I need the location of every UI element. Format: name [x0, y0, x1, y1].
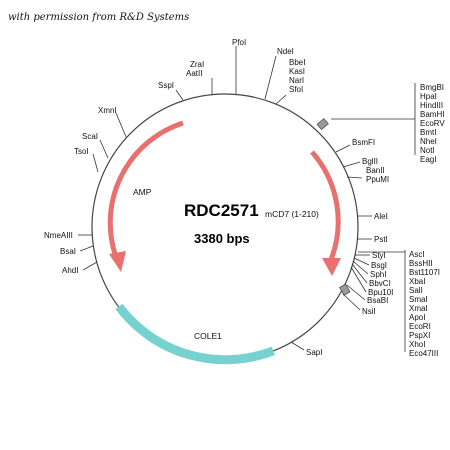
bsmfi-tick — [335, 144, 351, 153]
site-apoi[interactable]: ApoI — [409, 313, 425, 322]
site-styi[interactable]: StyI — [372, 251, 386, 260]
site-xmai[interactable]: XmaI — [409, 304, 428, 313]
site-bmti[interactable]: BmtI — [420, 128, 436, 137]
site-asci[interactable]: AscI — [409, 250, 425, 259]
site-aatii[interactable]: AatII — [186, 69, 202, 78]
bsgi-tick — [353, 257, 370, 266]
insert-arrow-head — [322, 258, 341, 276]
site-bbvci[interactable]: BbvCI — [369, 279, 391, 288]
site-sapi[interactable]: SapI — [306, 348, 322, 357]
site-nari[interactable]: NarI — [289, 76, 304, 85]
nsii-tick — [342, 293, 361, 311]
ppumi-tick — [346, 176, 363, 179]
site-bsai[interactable]: BsaI — [60, 247, 76, 256]
insert-marker-upper — [316, 118, 329, 131]
site-bpu10i[interactable]: Bpu10I — [368, 288, 393, 297]
site-sphi[interactable]: SphI — [370, 270, 386, 279]
site-bmgbi[interactable]: BmgBI — [420, 83, 444, 92]
ndei-tick — [264, 55, 277, 100]
scai-tick — [99, 139, 109, 159]
plasmid-size: 3380 bps — [194, 231, 250, 246]
bpu10i-tick — [350, 266, 367, 293]
site-alei[interactable]: AleI — [374, 212, 388, 221]
site-eco47iii[interactable]: Eco47III — [409, 349, 438, 358]
site-ahdi[interactable]: AhdI — [62, 266, 78, 275]
site-nmeaiii[interactable]: NmeAIII — [44, 231, 73, 240]
site-smai[interactable]: SmaI — [409, 295, 428, 304]
ahdi-tick — [82, 261, 98, 271]
credit-text: with permission from R&D Systems — [8, 12, 189, 23]
sfoi-tick — [275, 94, 287, 105]
site-hpai[interactable]: HpaI — [420, 92, 437, 101]
site-bbei[interactable]: BbeI — [289, 58, 305, 67]
cole1-feature-label: COLE1 — [194, 331, 222, 341]
site-bsgi[interactable]: BsgI — [371, 261, 387, 270]
sapi-tick — [290, 341, 305, 351]
site-bsmfi[interactable]: BsmFI — [352, 138, 375, 147]
cole1-arc — [115, 303, 275, 365]
site-banii[interactable]: BanII — [366, 166, 385, 175]
site-sali[interactable]: SalI — [409, 286, 423, 295]
site-bsshii[interactable]: BssHII — [409, 259, 433, 268]
site-pfoi[interactable]: PfoI — [232, 38, 246, 47]
sspi-tick — [175, 89, 184, 101]
site-noti[interactable]: NotI — [420, 146, 435, 155]
site-psti[interactable]: PstI — [374, 235, 388, 244]
insert-marker-lower — [339, 283, 351, 296]
amp-feature-label: AMP — [133, 187, 152, 197]
bsai-tick — [79, 245, 94, 252]
site-sfoi[interactable]: SfoI — [289, 85, 303, 94]
site-xmni[interactable]: XmnI — [98, 106, 117, 115]
site-bglii[interactable]: BglII — [362, 157, 378, 166]
bbvci-tick — [351, 263, 368, 284]
site-bst1107i[interactable]: Bst1107I — [409, 268, 440, 277]
bglii-tick — [342, 161, 361, 168]
site-nsii[interactable]: NsiI — [362, 307, 376, 316]
site-hindiii[interactable]: HindIII — [420, 101, 443, 110]
xmni-tick — [115, 112, 127, 138]
site-bsabi[interactable]: BsaBI — [367, 296, 388, 305]
site-sspi[interactable]: SspI — [158, 81, 174, 90]
plasmid-name: RDC2571 — [184, 201, 259, 220]
site-ndei[interactable]: NdeI — [277, 47, 294, 56]
site-xhoi[interactable]: XhoI — [409, 340, 425, 349]
site-pspxi[interactable]: PspXI — [409, 331, 430, 340]
bsabi-tick — [346, 284, 366, 301]
site-bamhi[interactable]: BamHI — [420, 110, 444, 119]
site-zrai[interactable]: ZraI — [190, 60, 204, 69]
site-kasi[interactable]: KasI — [289, 67, 305, 76]
insert-arrow-shaft — [310, 150, 341, 263]
site-eagi[interactable]: EagI — [420, 155, 436, 164]
site-xbai[interactable]: XbaI — [409, 277, 425, 286]
amp-arrow-shaft — [107, 120, 184, 261]
sphi-tick — [352, 260, 369, 275]
tsoi-tick — [92, 153, 99, 173]
site-tsoi[interactable]: TsoI — [74, 147, 89, 156]
site-ecorv[interactable]: EcoRV — [420, 119, 445, 128]
insert-label: mCD7 (1-210) — [265, 209, 319, 219]
site-ecori[interactable]: EcoRI — [409, 322, 431, 331]
amp-arrow-head — [109, 251, 126, 272]
site-scai[interactable]: ScaI — [82, 132, 98, 141]
site-nhei[interactable]: NheI — [420, 137, 437, 146]
site-ppumi[interactable]: PpuMI — [366, 175, 389, 184]
